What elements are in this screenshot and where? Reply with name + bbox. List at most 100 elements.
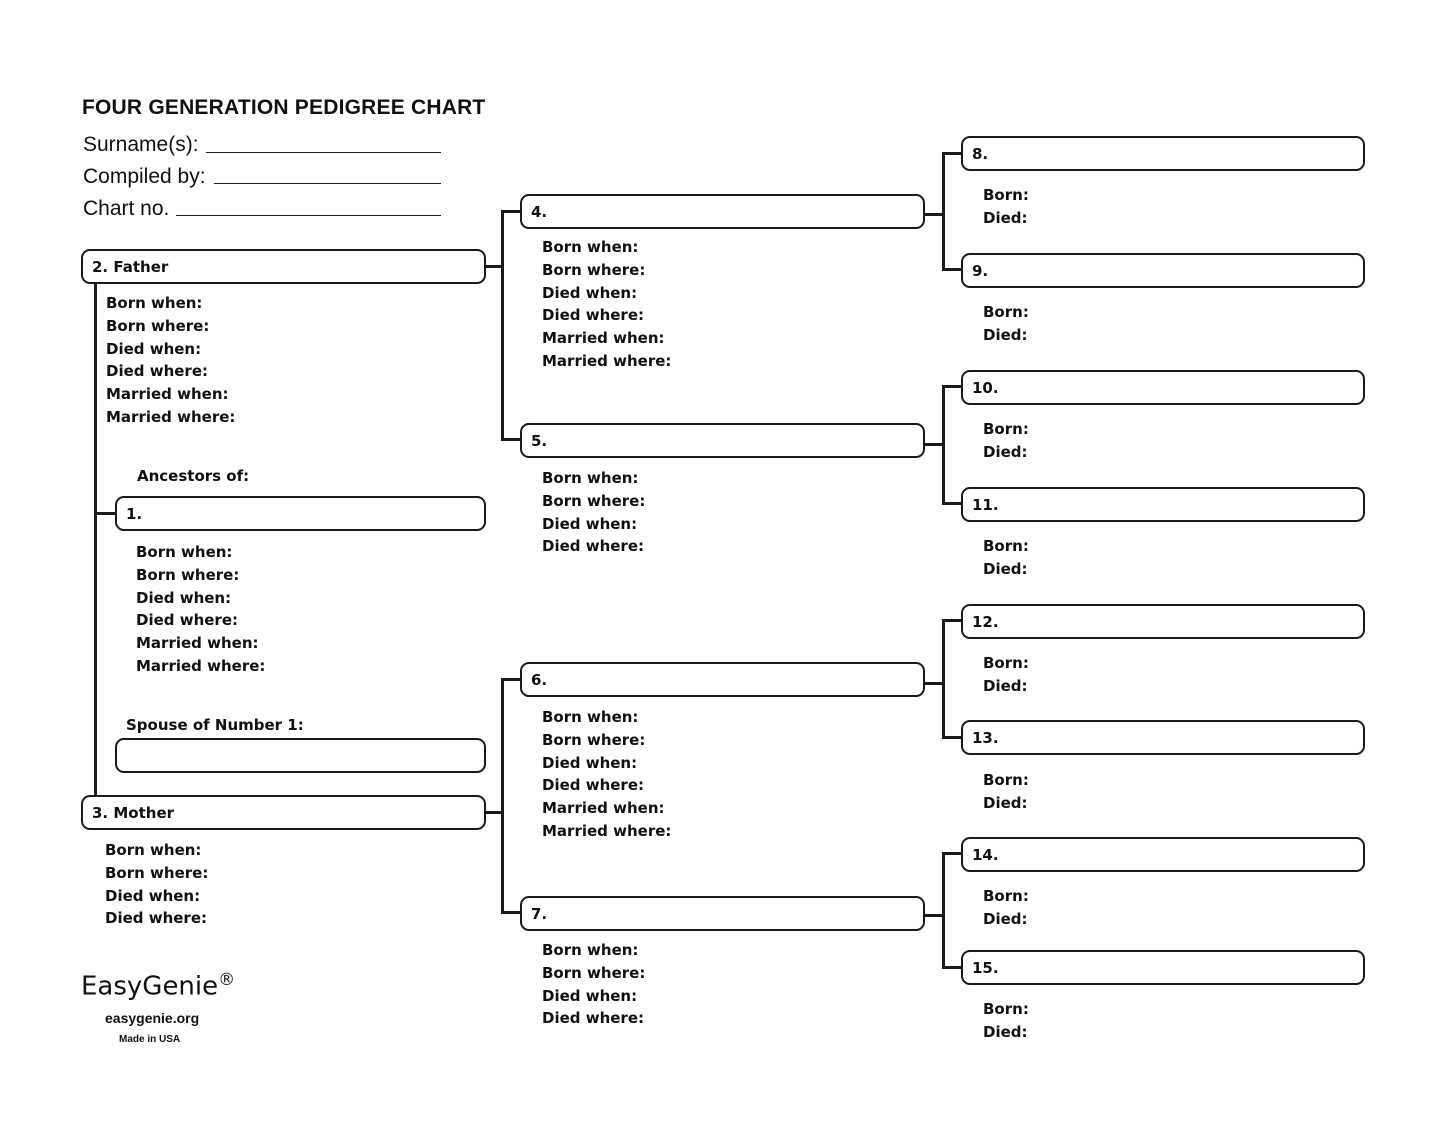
person-box-11[interactable]: 11. xyxy=(961,487,1365,522)
chart-no-field[interactable] xyxy=(176,215,441,216)
person8-details: Born: Died: xyxy=(983,184,1029,230)
person-box-13[interactable]: 13. xyxy=(961,720,1365,755)
connector-line xyxy=(942,385,945,504)
person-box-6[interactable]: 6. xyxy=(520,662,925,697)
born-label: Born: xyxy=(983,887,1029,905)
connector-line xyxy=(923,914,943,917)
person-box-2-father[interactable]: 2. Father xyxy=(81,249,486,284)
spouse-of-label: Spouse of Number 1: xyxy=(126,716,304,734)
born-when-label: Born when: xyxy=(136,543,233,561)
person-box-14[interactable]: 14. xyxy=(961,837,1365,872)
born-label: Born: xyxy=(983,303,1029,321)
person12-details: Born: Died: xyxy=(983,652,1029,698)
connector-line xyxy=(942,619,963,622)
spouse-box[interactable] xyxy=(115,738,486,773)
born-label: Born: xyxy=(983,186,1029,204)
registered-mark: ® xyxy=(218,970,236,990)
born-where-label: Born where: xyxy=(542,730,646,749)
surname-label: Surname(s): xyxy=(83,133,199,156)
connector-line xyxy=(942,852,945,968)
connector-line xyxy=(94,282,97,797)
married-where-label: Married where: xyxy=(106,407,236,426)
person-box-3-mother[interactable]: 3. Mother xyxy=(81,795,486,830)
person4-details: Born when: Born where: Died when: Died w… xyxy=(542,236,671,373)
died-label: Died: xyxy=(983,208,1028,227)
connector-line xyxy=(942,736,963,739)
born-where-label: Born where: xyxy=(542,260,646,279)
married-where-label: Married where: xyxy=(136,656,266,675)
father-details: Born when: Born where: Died when: Died w… xyxy=(106,292,235,429)
person15-details: Born: Died: xyxy=(983,998,1029,1044)
connector-line xyxy=(501,678,504,913)
died-when-label: Died when: xyxy=(542,514,638,533)
died-where-label: Died where: xyxy=(106,362,209,381)
compiled-by-field[interactable] xyxy=(214,183,441,184)
person-box-7[interactable]: 7. xyxy=(520,896,925,931)
surname-field[interactable] xyxy=(206,152,441,153)
died-where-label: Died where: xyxy=(542,776,645,795)
connector-line xyxy=(501,678,522,681)
connector-line xyxy=(942,385,963,388)
person-box-15[interactable]: 15. xyxy=(961,950,1365,985)
connector-line xyxy=(501,911,522,914)
person7-details: Born when: Born where: Died when: Died w… xyxy=(542,939,645,1030)
person-box-1[interactable]: 1. xyxy=(115,496,486,531)
born-label: Born: xyxy=(983,420,1029,438)
died-when-label: Died when: xyxy=(105,886,201,905)
died-label: Died: xyxy=(983,442,1028,461)
person-box-9[interactable]: 9. xyxy=(961,253,1365,288)
person-box-8[interactable]: 8. xyxy=(961,136,1365,171)
person13-details: Born: Died: xyxy=(983,769,1029,815)
chart-no-label: Chart no. xyxy=(83,197,170,220)
born-when-label: Born when: xyxy=(105,841,202,859)
person14-details: Born: Died: xyxy=(983,885,1029,931)
born-when-label: Born when: xyxy=(542,708,639,726)
born-label: Born: xyxy=(983,1000,1029,1018)
died-label: Died: xyxy=(983,559,1028,578)
born-label: Born: xyxy=(983,537,1029,555)
died-label: Died: xyxy=(983,793,1028,812)
person11-details: Born: Died: xyxy=(983,535,1029,581)
person-box-5[interactable]: 5. xyxy=(520,423,925,458)
married-when-label: Married when: xyxy=(136,634,259,653)
connector-line xyxy=(484,265,502,268)
person-box-4[interactable]: 4. xyxy=(520,194,925,229)
died-label: Died: xyxy=(983,325,1028,344)
mother-details: Born when: Born where: Died when: Died w… xyxy=(105,839,208,930)
born-label: Born: xyxy=(983,654,1029,672)
married-where-label: Married where: xyxy=(542,821,672,840)
person9-details: Born: Died: xyxy=(983,301,1029,347)
died-label: Died: xyxy=(983,676,1028,695)
made-in-label: Made in USA xyxy=(119,1034,181,1045)
brand-name: EasyGenie xyxy=(81,971,219,1002)
connector-line xyxy=(942,152,945,270)
connector-line xyxy=(942,152,963,155)
page-title: FOUR GENERATION PEDIGREE CHART xyxy=(82,96,486,119)
died-where-label: Died where: xyxy=(542,537,645,556)
website-link[interactable]: easygenie.org xyxy=(105,1010,200,1026)
born-when-label: Born when: xyxy=(106,294,203,312)
connector-line xyxy=(923,213,943,216)
born-where-label: Born where: xyxy=(136,565,240,584)
born-when-label: Born when: xyxy=(542,238,639,256)
connector-line xyxy=(942,268,963,271)
born-where-label: Born where: xyxy=(106,316,210,335)
married-when-label: Married when: xyxy=(106,385,229,404)
connector-line xyxy=(942,619,945,738)
died-label: Died: xyxy=(983,909,1028,928)
connector-line xyxy=(923,682,943,685)
person5-details: Born when: Born where: Died when: Died w… xyxy=(542,467,645,558)
connector-line xyxy=(942,852,963,855)
connector-line xyxy=(942,502,963,505)
person-box-10[interactable]: 10. xyxy=(961,370,1365,405)
died-where-label: Died where: xyxy=(542,306,645,325)
born-where-label: Born where: xyxy=(105,863,209,882)
connector-line xyxy=(484,811,502,814)
died-where-label: Died where: xyxy=(542,1009,645,1028)
connector-line xyxy=(501,210,504,440)
person1-details: Born when: Born where: Died when: Died w… xyxy=(136,541,265,678)
born-label: Born: xyxy=(983,771,1029,789)
married-when-label: Married when: xyxy=(542,329,665,348)
born-where-label: Born where: xyxy=(542,491,646,510)
person-box-12[interactable]: 12. xyxy=(961,604,1365,639)
